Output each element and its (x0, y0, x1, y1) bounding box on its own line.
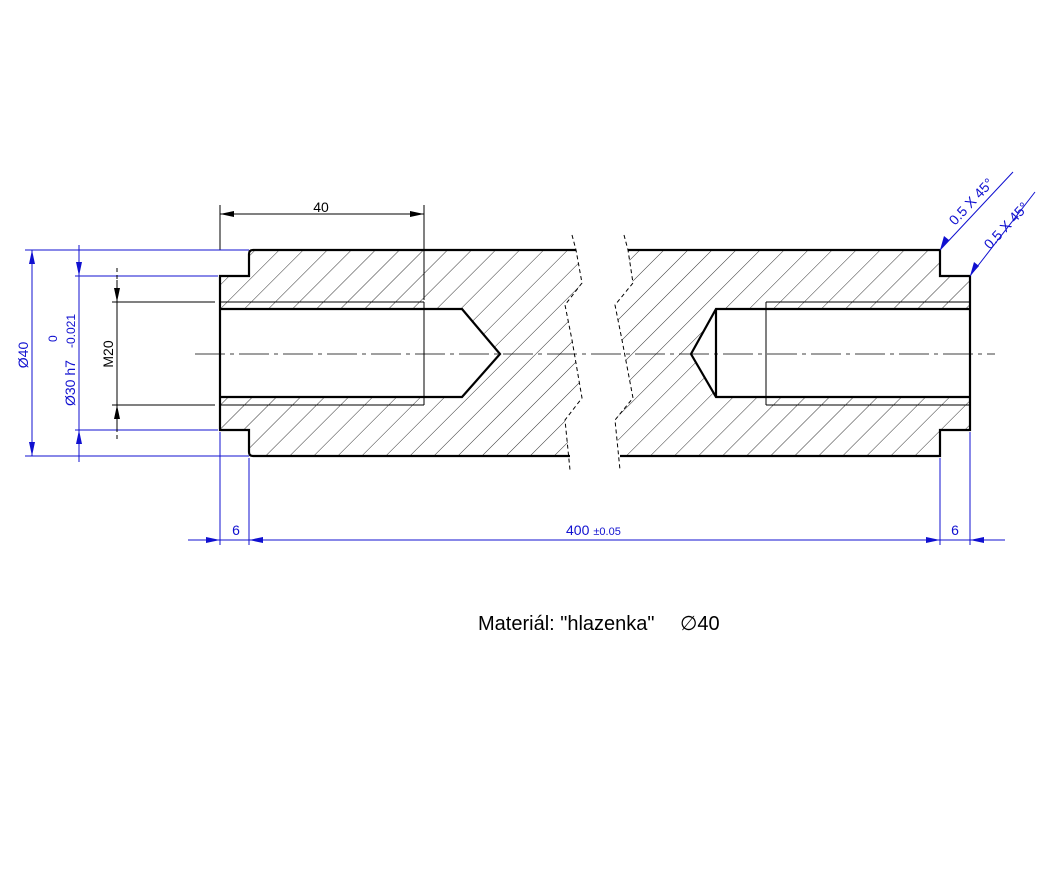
material-size: ∅40 (680, 613, 720, 635)
dimension-shaft-diameter: Ø30 h7 -0.021 0 (46, 245, 218, 462)
dimension-outer-diameter: Ø40 (15, 249, 249, 457)
chamfer-2-text: 0.5 X 45° (980, 199, 1031, 252)
left-part-section (218, 234, 583, 471)
dim-thread-length-text: 40 (313, 199, 329, 215)
dim-right-collar-text: 6 (951, 522, 959, 538)
dim-shaft-tol-upper: 0 (46, 335, 60, 342)
chamfer-1-text: 0.5 X 45° (945, 175, 996, 228)
dim-thread-text: M20 (100, 340, 116, 367)
dim-shaft-diameter-text: Ø30 h7 (62, 360, 78, 406)
dim-left-collar-text: 6 (232, 522, 240, 538)
chamfer-leaders: 0.5 X 45° 0.5 X 45° (939, 171, 1036, 277)
dimension-thread-length: 40 (219, 199, 425, 300)
material-label: Materiál: "hlazenka" (478, 613, 655, 635)
right-part-section (614, 234, 972, 471)
dim-length-text: 400±0.05 (566, 522, 621, 538)
dimension-thread: M20 (100, 268, 215, 440)
dim-outer-diameter-text: Ø40 (15, 342, 31, 369)
dimension-length: 6 400±0.05 6 (188, 432, 1005, 545)
material-note: Materiál: "hlazenka" ∅40 (478, 613, 720, 635)
dim-shaft-tol-lower: -0.021 (64, 314, 78, 348)
